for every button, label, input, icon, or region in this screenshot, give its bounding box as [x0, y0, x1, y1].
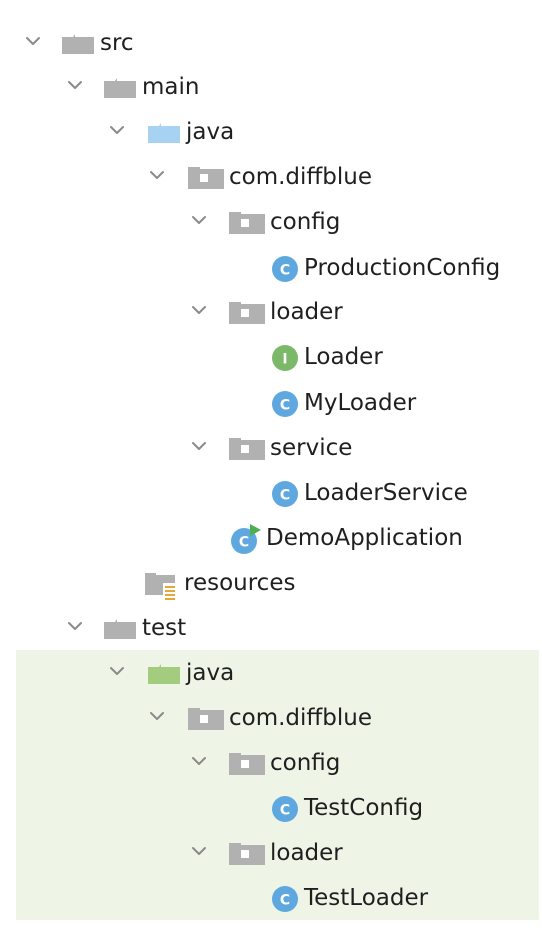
- tree-node-label: ProductionConfig: [304, 255, 501, 281]
- package-folder-icon: [228, 208, 266, 238]
- java-class-icon: C: [270, 389, 300, 419]
- chevron-down-icon[interactable]: [188, 750, 210, 772]
- java-class-icon: C: [270, 794, 300, 824]
- tree-node-label: test: [142, 615, 187, 641]
- chevron-down-icon[interactable]: [22, 30, 44, 52]
- folder-gray-icon: [102, 73, 138, 103]
- tree-node-loader[interactable]: loader: [0, 293, 542, 333]
- tree-node-label: loader: [270, 840, 343, 866]
- tree-node-label: src: [100, 30, 134, 56]
- tree-node-label: Loader: [304, 344, 383, 370]
- tree-node-label: com.diffblue: [229, 164, 372, 190]
- svg-text:I: I: [282, 352, 287, 368]
- tree-node-test[interactable]: test: [0, 609, 542, 649]
- tree-node-label: com.diffblue: [229, 705, 372, 731]
- chevron-down-icon[interactable]: [106, 119, 128, 141]
- chevron-down-icon[interactable]: [188, 840, 210, 862]
- test-sources-highlight: [16, 650, 539, 920]
- chevron-down-icon[interactable]: [106, 660, 128, 682]
- tree-node-myloader[interactable]: C MyLoader: [0, 384, 542, 424]
- tree-node-testloader[interactable]: C TestLoader: [0, 879, 542, 919]
- tree-node-com-diffblue[interactable]: com.diffblue: [0, 699, 542, 739]
- tree-node-label: service: [270, 435, 353, 461]
- chevron-down-icon[interactable]: [64, 615, 86, 637]
- tree-node-label: LoaderService: [304, 480, 468, 506]
- tree-node-productionconfig[interactable]: C ProductionConfig: [0, 249, 542, 289]
- tree-node-config[interactable]: config: [0, 203, 542, 243]
- test-root-folder-icon: [146, 659, 182, 689]
- svg-text:C: C: [280, 803, 290, 819]
- tree-node-label: DemoApplication: [266, 525, 463, 551]
- tree-node-loader[interactable]: I Loader: [0, 338, 542, 378]
- package-folder-icon: [187, 163, 225, 193]
- svg-text:C: C: [280, 488, 290, 504]
- package-folder-icon: [228, 298, 266, 328]
- svg-text:C: C: [280, 893, 290, 909]
- java-class-icon: C: [270, 884, 300, 914]
- tree-node-resources[interactable]: resources: [0, 564, 542, 604]
- java-interface-icon: I: [270, 343, 300, 373]
- tree-node-src[interactable]: src: [0, 24, 542, 64]
- resources-folder-icon: [144, 569, 180, 600]
- chevron-down-icon[interactable]: [188, 435, 210, 457]
- chevron-down-icon[interactable]: [188, 299, 210, 321]
- tree-node-java[interactable]: java: [0, 113, 542, 153]
- tree-node-label: loader: [270, 299, 343, 325]
- tree-node-main[interactable]: main: [0, 68, 542, 108]
- java-class-icon: C: [270, 254, 300, 284]
- tree-node-label: resources: [184, 570, 296, 596]
- chevron-down-icon[interactable]: [146, 164, 168, 186]
- tree-node-label: config: [270, 750, 341, 776]
- svg-text:C: C: [239, 535, 249, 551]
- tree-node-label: TestLoader: [304, 885, 429, 911]
- tree-node-label: TestConfig: [304, 795, 424, 821]
- package-folder-icon: [228, 434, 266, 464]
- package-folder-icon: [187, 704, 225, 734]
- chevron-down-icon[interactable]: [188, 209, 210, 231]
- tree-node-loaderservice[interactable]: C LoaderService: [0, 474, 542, 514]
- java-class-icon: C: [270, 479, 300, 509]
- folder-gray-icon: [102, 614, 138, 644]
- chevron-down-icon[interactable]: [64, 74, 86, 96]
- svg-text:C: C: [280, 263, 290, 279]
- svg-text:C: C: [280, 398, 290, 414]
- package-folder-icon: [228, 839, 266, 869]
- tree-node-label: main: [142, 74, 200, 100]
- tree-node-loader[interactable]: loader: [0, 834, 542, 874]
- tree-node-testconfig[interactable]: C TestConfig: [0, 789, 542, 829]
- tree-node-label: MyLoader: [304, 390, 417, 416]
- tree-node-com-diffblue[interactable]: com.diffblue: [0, 158, 542, 198]
- tree-node-service[interactable]: service: [0, 429, 542, 469]
- tree-node-java[interactable]: java: [0, 654, 542, 694]
- tree-node-label: java: [186, 660, 235, 686]
- package-folder-icon: [228, 749, 266, 779]
- tree-node-label: java: [186, 119, 235, 145]
- tree-node-demoapplication[interactable]: C DemoApplication: [0, 519, 542, 559]
- folder-gray-icon: [60, 29, 96, 59]
- chevron-down-icon[interactable]: [146, 705, 168, 727]
- source-root-folder-icon: [146, 118, 182, 148]
- java-application-class-icon: C: [230, 524, 262, 554]
- tree-node-config[interactable]: config: [0, 744, 542, 784]
- tree-node-label: config: [270, 209, 341, 235]
